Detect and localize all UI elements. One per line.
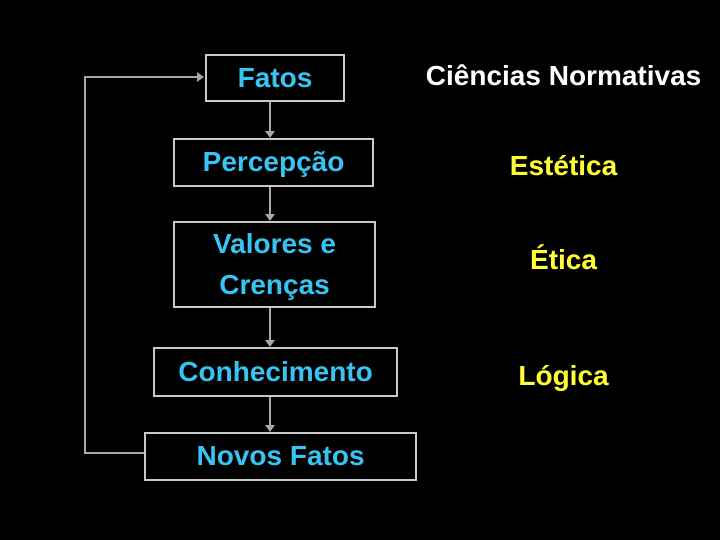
right-column-item-logica: Lógica xyxy=(518,360,609,391)
flow-box-fatos: Fatos xyxy=(205,54,345,102)
arrowhead-down-icon xyxy=(265,131,275,138)
flow-box-novos-fatos: Novos Fatos xyxy=(144,432,417,481)
flow-box-percepcao: Percepção xyxy=(173,138,374,187)
flow-box-label: Conhecimento xyxy=(178,355,373,387)
arrow-conhecimento-to-novos-fatos xyxy=(269,397,271,426)
flow-box-label-line1: Valores e xyxy=(213,227,336,259)
arrow-valores-to-conhecimento xyxy=(269,308,271,341)
arrowhead-down-icon xyxy=(265,425,275,432)
flow-box-label: Novos Fatos xyxy=(196,440,365,472)
flow-box-label: Percepção xyxy=(202,146,345,178)
flow-box-label: Fatos xyxy=(237,61,313,93)
arrow-percepcao-to-valores xyxy=(269,187,271,215)
flow-box-conhecimento: Conhecimento xyxy=(153,347,398,397)
right-column-title: Ciências Normativas xyxy=(425,60,702,91)
right-column-item-etica: Ética xyxy=(530,244,597,275)
right-column-item-estetica: Estética xyxy=(509,150,618,181)
flow-box-label-line2: Crenças xyxy=(219,268,330,300)
arrowhead-down-icon xyxy=(265,340,275,347)
feedback-loop-left-line xyxy=(84,76,86,454)
feedback-loop-bottom-line xyxy=(84,452,144,454)
flow-box-valores-crencas: Valores e Crenças xyxy=(173,221,376,308)
feedback-loop-top-line xyxy=(84,76,197,78)
arrowhead-down-icon xyxy=(265,214,275,221)
arrowhead-right-icon xyxy=(197,72,204,82)
arrow-fatos-to-percepcao xyxy=(269,102,271,132)
